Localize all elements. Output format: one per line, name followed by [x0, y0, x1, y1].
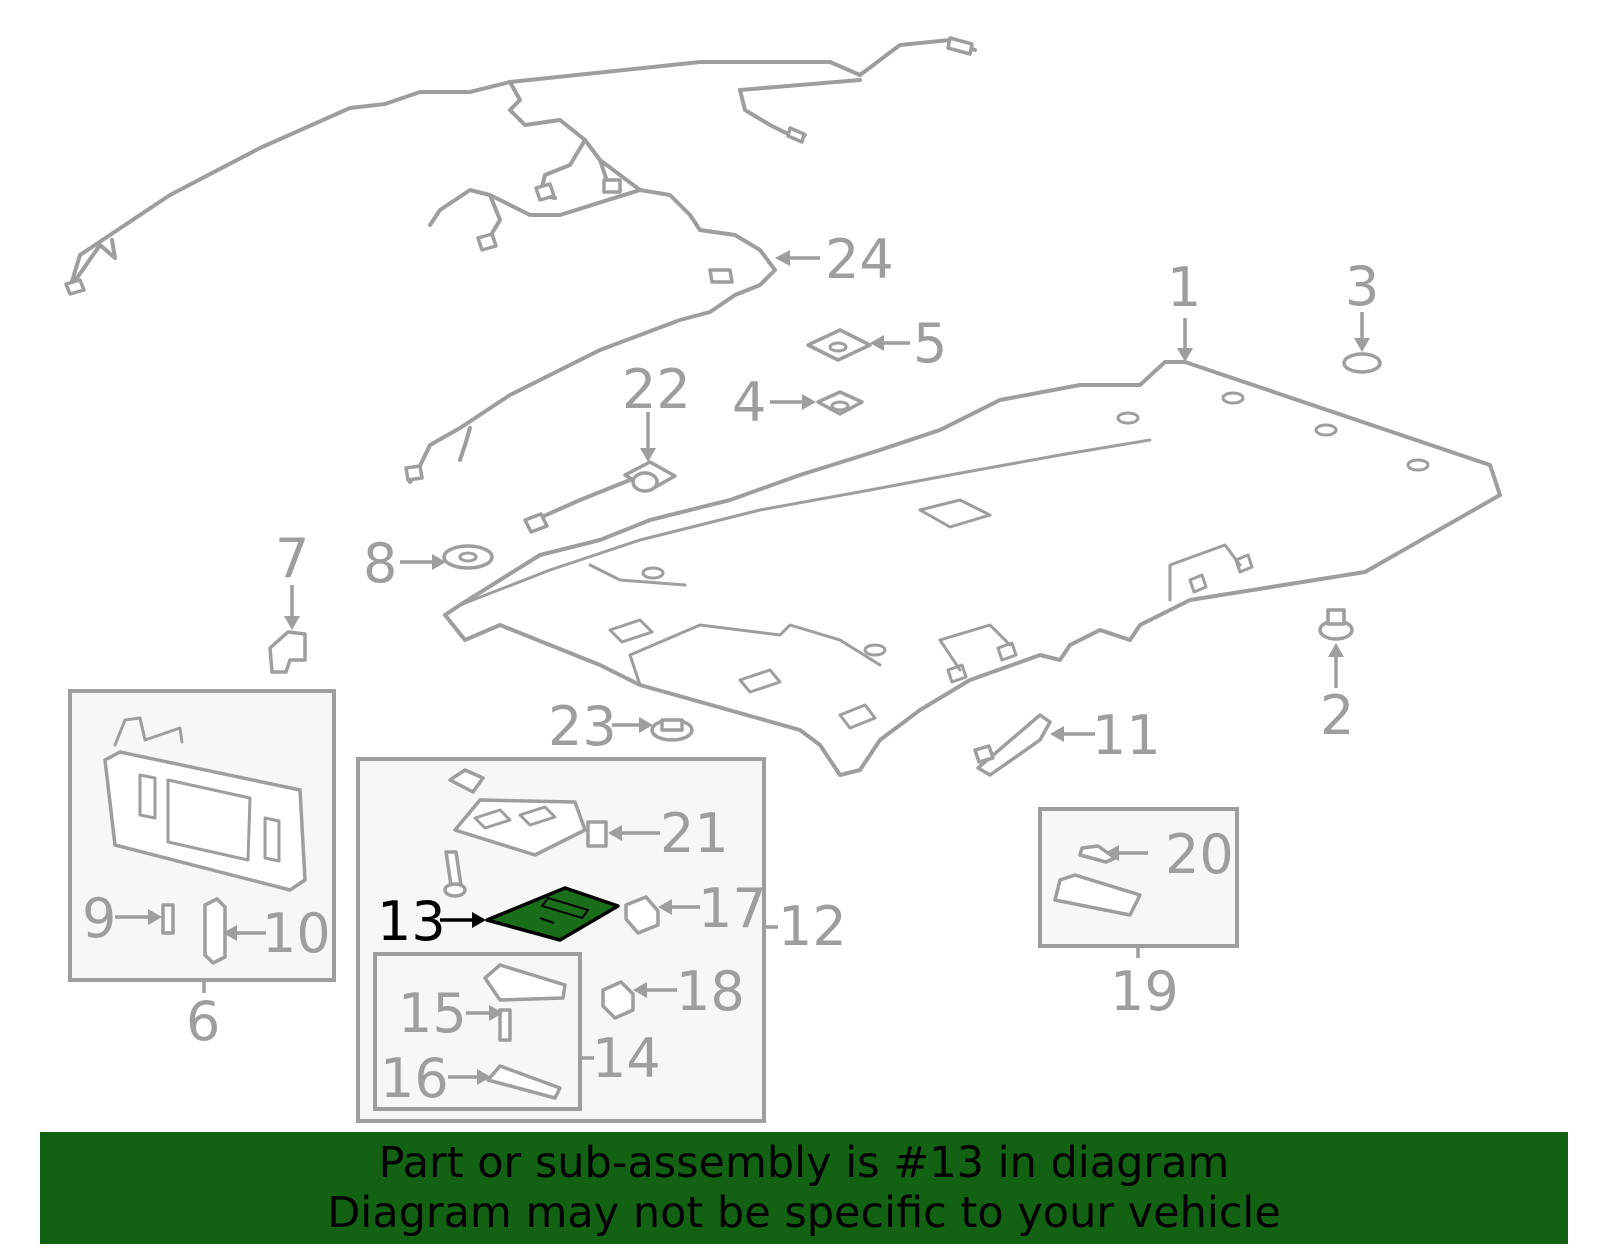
grab-handle-11[interactable]	[973, 713, 1052, 777]
banner-line-1: Part or sub-assembly is #13 in diagram	[378, 1138, 1230, 1188]
callout-22: 22	[622, 358, 691, 421]
callout-11: 11	[1092, 704, 1161, 767]
sun-visor[interactable]	[103, 716, 307, 892]
banner-line-2: Diagram may not be specific to your vehi…	[327, 1188, 1281, 1238]
info-banner: Part or sub-assembly is #13 in diagram D…	[40, 1132, 1568, 1244]
bracket-7[interactable]	[268, 630, 307, 674]
push-pin-2[interactable]	[1318, 608, 1354, 641]
callout-6: 6	[186, 990, 220, 1053]
harness-22[interactable]	[523, 460, 677, 534]
dome-lamp[interactable]	[483, 963, 567, 1100]
callout-9: 9	[82, 887, 116, 950]
connector-17[interactable]	[624, 895, 660, 935]
lamp-assembly-19[interactable]	[1053, 844, 1142, 917]
clip-4[interactable]	[816, 390, 864, 416]
callout-5: 5	[913, 312, 947, 375]
callout-labels: 1 2 3 4 5 6 7 8 9 10 11 12 13 14 15 16 1…	[82, 228, 1379, 1110]
callout-8: 8	[363, 532, 397, 595]
clip-23[interactable]	[650, 718, 694, 742]
leader-lines	[115, 250, 1370, 1085]
callout-12: 12	[778, 895, 847, 958]
callout-1: 1	[1167, 256, 1201, 319]
callout-21: 21	[660, 802, 729, 865]
retainer-3[interactable]	[1342, 352, 1382, 374]
callout-17: 17	[698, 877, 767, 940]
callout-10: 10	[262, 902, 331, 965]
callout-7: 7	[275, 527, 309, 590]
clip-9[interactable]	[161, 903, 175, 935]
overhead-console[interactable]	[443, 768, 608, 898]
callout-13: 13	[377, 890, 446, 953]
callout-16: 16	[380, 1047, 449, 1110]
callout-15: 15	[398, 982, 467, 1045]
part-13-highlighted[interactable]	[485, 886, 620, 942]
callout-24: 24	[825, 228, 894, 291]
connector-18[interactable]	[601, 980, 635, 1020]
callout-14: 14	[592, 1027, 661, 1090]
callout-23: 23	[548, 695, 617, 758]
callout-4: 4	[732, 371, 766, 434]
callout-19: 19	[1110, 960, 1179, 1023]
cover-10[interactable]	[203, 897, 227, 965]
callout-3: 3	[1345, 255, 1379, 318]
grommet-8[interactable]	[442, 544, 494, 570]
callout-20: 20	[1165, 823, 1234, 886]
headliner-1[interactable]	[443, 360, 1502, 777]
bracket-5[interactable]	[806, 328, 872, 362]
callout-2: 2	[1320, 684, 1354, 747]
wiring-harness-24[interactable]	[64, 36, 977, 484]
callout-18: 18	[676, 960, 745, 1023]
